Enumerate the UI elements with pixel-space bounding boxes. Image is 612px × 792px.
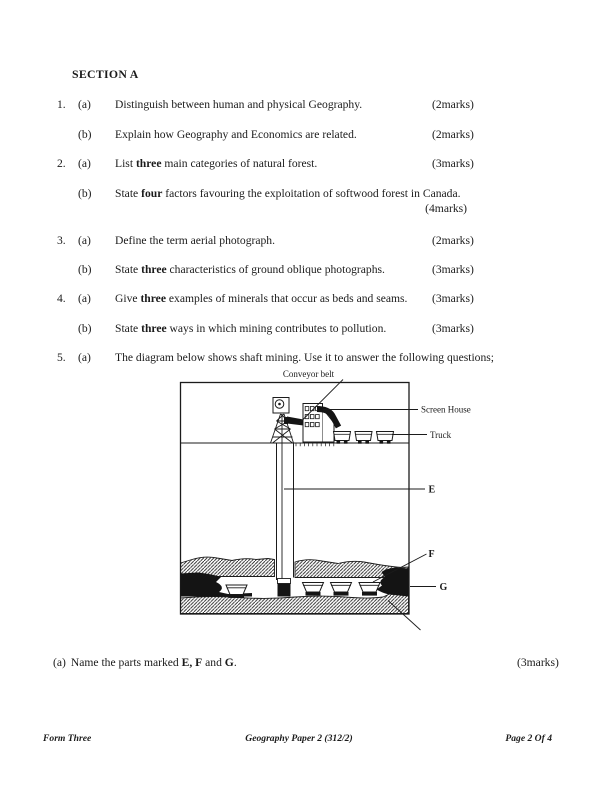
pulley-house bbox=[272, 397, 290, 414]
label-screen-house: Screen House bbox=[421, 405, 471, 415]
question-marks: (3marks) bbox=[432, 157, 474, 170]
truck-cart bbox=[354, 431, 373, 444]
label-f: F bbox=[429, 549, 435, 560]
question-row-1b: (b) Explain how Geography and Economics … bbox=[50, 128, 570, 158]
question-text: State three ways in which mining contrib… bbox=[115, 322, 387, 335]
hoist-cage bbox=[277, 583, 291, 597]
question-marks: (2marks) bbox=[432, 128, 474, 141]
label-truck: Truck bbox=[430, 430, 452, 440]
question-text: State four factors favouring the exploit… bbox=[115, 187, 461, 200]
question-row-4b: (b) State three ways in which mining con… bbox=[50, 322, 570, 352]
rock-strata bbox=[180, 556, 409, 614]
coal-seam-left bbox=[180, 572, 252, 597]
section-heading: SECTION A bbox=[72, 67, 139, 81]
hatched-layer-bottom bbox=[180, 584, 409, 614]
question-number: 1. bbox=[57, 98, 66, 111]
question-letter: (b) bbox=[78, 322, 92, 335]
question-text: Explain how Geography and Economics are … bbox=[115, 128, 357, 141]
question-number: 5. bbox=[57, 351, 66, 364]
mine-cart bbox=[225, 584, 248, 598]
question-marks: (4marks) bbox=[425, 201, 467, 215]
question-letter: (a) bbox=[78, 234, 91, 247]
screen-house-building bbox=[302, 403, 335, 443]
truck-cart bbox=[375, 431, 395, 444]
question-marks: (2marks) bbox=[432, 234, 474, 247]
mine-cart bbox=[301, 582, 325, 596]
question-row-2a: 2. (a) List three main categories of nat… bbox=[50, 157, 570, 187]
question-number: 2. bbox=[57, 157, 66, 170]
question-row-1a: 1. (a) Distinguish between human and phy… bbox=[50, 98, 570, 128]
sub-question-letter: (a) bbox=[53, 656, 66, 669]
label-conveyor-belt: Conveyor belt bbox=[283, 369, 335, 379]
sub-question-text: Name the parts marked E, F and G. bbox=[70, 656, 237, 669]
question-text: State three characteristics of ground ob… bbox=[115, 263, 385, 276]
question-letter: (a) bbox=[78, 292, 91, 305]
question-text: Define the term aerial photograph. bbox=[115, 234, 275, 247]
corner-diagonal-line bbox=[387, 600, 421, 631]
footer-paper-title: Geography Paper 2 (312/2) bbox=[245, 733, 353, 744]
footer-form-level: Form Three bbox=[43, 733, 92, 744]
shaft-mining-figure: Conveyor belt Screen House Truck E F G bbox=[179, 369, 471, 631]
shaft-mining-diagram: Conveyor belt Screen House Truck E F G bbox=[168, 366, 480, 634]
question-letter: (a) bbox=[78, 351, 91, 364]
mine-cart bbox=[329, 582, 353, 596]
question-text: List three main categories of natural fo… bbox=[115, 157, 318, 170]
question-letter: (b) bbox=[78, 187, 92, 200]
question-text: Give three examples of minerals that occ… bbox=[115, 292, 408, 305]
coal-seam-right bbox=[376, 567, 409, 597]
question-row-3b: (b) State three characteristics of groun… bbox=[50, 263, 570, 293]
question-marks: (2marks) bbox=[432, 98, 474, 111]
truck-cart bbox=[332, 431, 352, 444]
ground-ticks bbox=[295, 443, 335, 447]
conveyor-belt-house-to-trucks bbox=[316, 406, 342, 429]
headframe-tower bbox=[270, 413, 294, 444]
label-e: E bbox=[429, 485, 436, 496]
question-row-5a: 5. (a) The diagram below shows shaft min… bbox=[50, 351, 570, 381]
question-letter: (a) bbox=[78, 98, 91, 111]
question-text: Distinguish between human and physical G… bbox=[115, 98, 363, 111]
question-letter: (b) bbox=[78, 263, 92, 276]
underground-carts bbox=[225, 582, 381, 598]
question-marks: (3marks) bbox=[432, 322, 474, 335]
mine-shaft bbox=[276, 414, 294, 597]
question-row-3a: 3. (a) Define the term aerial photograph… bbox=[50, 234, 570, 264]
label-g: G bbox=[440, 582, 448, 593]
label-leader-lines bbox=[284, 379, 436, 631]
leader-f bbox=[372, 553, 427, 583]
mine-cart bbox=[358, 582, 381, 596]
question-marks: (3marks) bbox=[432, 292, 474, 305]
question-row-2b: (b) State four factors favouring the exp… bbox=[50, 187, 570, 217]
question-number: 4. bbox=[57, 292, 66, 305]
question-letter: (a) bbox=[78, 157, 91, 170]
hoist-cage-rim bbox=[277, 578, 291, 584]
leader-conveyor-belt bbox=[298, 379, 344, 425]
question-marks: (3marks) bbox=[432, 263, 474, 276]
hatched-layer-right bbox=[294, 559, 409, 578]
question-text: The diagram below shows shaft mining. Us… bbox=[115, 351, 494, 364]
surface-trucks bbox=[332, 431, 395, 444]
question-number: 3. bbox=[57, 234, 66, 247]
hatched-layer-left bbox=[180, 556, 275, 577]
pulley-axle bbox=[278, 402, 281, 406]
question-row-4a: 4. (a) Give three examples of minerals t… bbox=[50, 292, 570, 322]
footer-page-number: Page 2 Of 4 bbox=[505, 733, 552, 744]
sub-question-row: (a) Name the parts marked E, F and G. (3m… bbox=[53, 656, 583, 669]
sub-question-marks: (3marks) bbox=[517, 656, 559, 669]
question-letter: (b) bbox=[78, 128, 92, 141]
